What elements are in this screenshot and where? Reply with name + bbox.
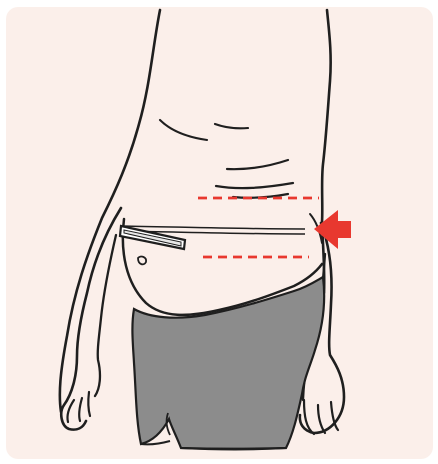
arrow-shape: [314, 210, 351, 249]
chest-crease: [215, 124, 248, 128]
belly-folds: [216, 160, 293, 198]
shorts: [132, 277, 324, 450]
tape-measure: [120, 226, 305, 249]
navel: [138, 257, 146, 265]
body-center-crease: [160, 120, 207, 140]
shorts-fill: [132, 277, 324, 449]
right-arm-inner: [95, 235, 116, 396]
right-hand-fingers: [67, 392, 90, 422]
tape-band: [121, 226, 305, 229]
measure-arrow: [314, 210, 351, 249]
left-hand-fingers: [304, 400, 338, 434]
